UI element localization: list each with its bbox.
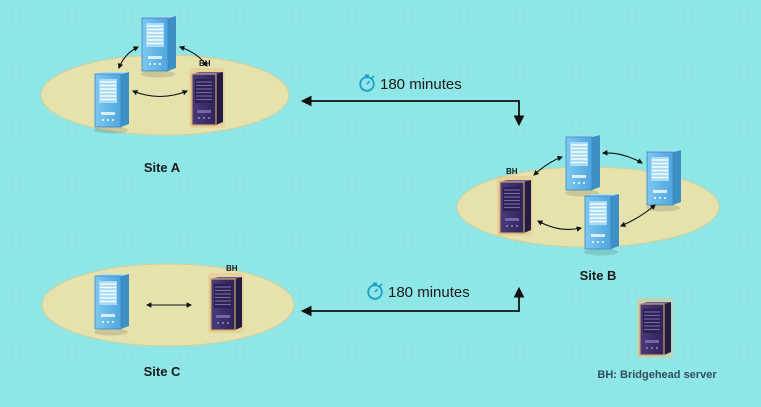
site-b-server-top[interactable] [564,134,601,198]
link-cb-interval: 180 minutes [388,284,470,301]
link-site-c-to-site-b [300,286,525,317]
site-b-group: BH [456,134,720,257]
site-a-link-left-bh [131,90,189,98]
site-a-bridgehead-server[interactable] [188,67,226,129]
site-c-group: BH [41,263,295,347]
site-a-link-top-bh [178,45,208,67]
link-ab-interval: 180 minutes [380,76,462,93]
site-a-server-top[interactable] [140,15,177,79]
legend-text: BH: Bridgehead server [597,369,717,381]
site-b-bridgehead-server[interactable] [496,175,534,237]
site-b-bh-tag: BH [506,167,518,176]
site-b-link-bottom-right [619,204,656,227]
site-a-label: Site A [144,160,181,175]
site-b-label: Site B [580,268,617,283]
site-c-server[interactable] [93,273,130,337]
site-b-server-right[interactable] [645,149,682,213]
site-a-group: BH [40,15,290,136]
site-c-label: Site C [144,364,181,379]
site-b-link-top-right [601,150,643,164]
legend-bridgehead-icon [636,297,674,359]
site-a-link-top-left [117,46,139,70]
site-b-server-bottom[interactable] [583,193,620,257]
site-b-link-bh-bottom [537,220,583,232]
site-c-bh-tag: BH [226,264,238,273]
site-c-bridgehead-server[interactable] [207,272,245,334]
site-b-link-bh-top [533,155,564,176]
link-site-a-to-site-b [300,95,525,127]
site-a-server-left[interactable] [93,71,130,135]
